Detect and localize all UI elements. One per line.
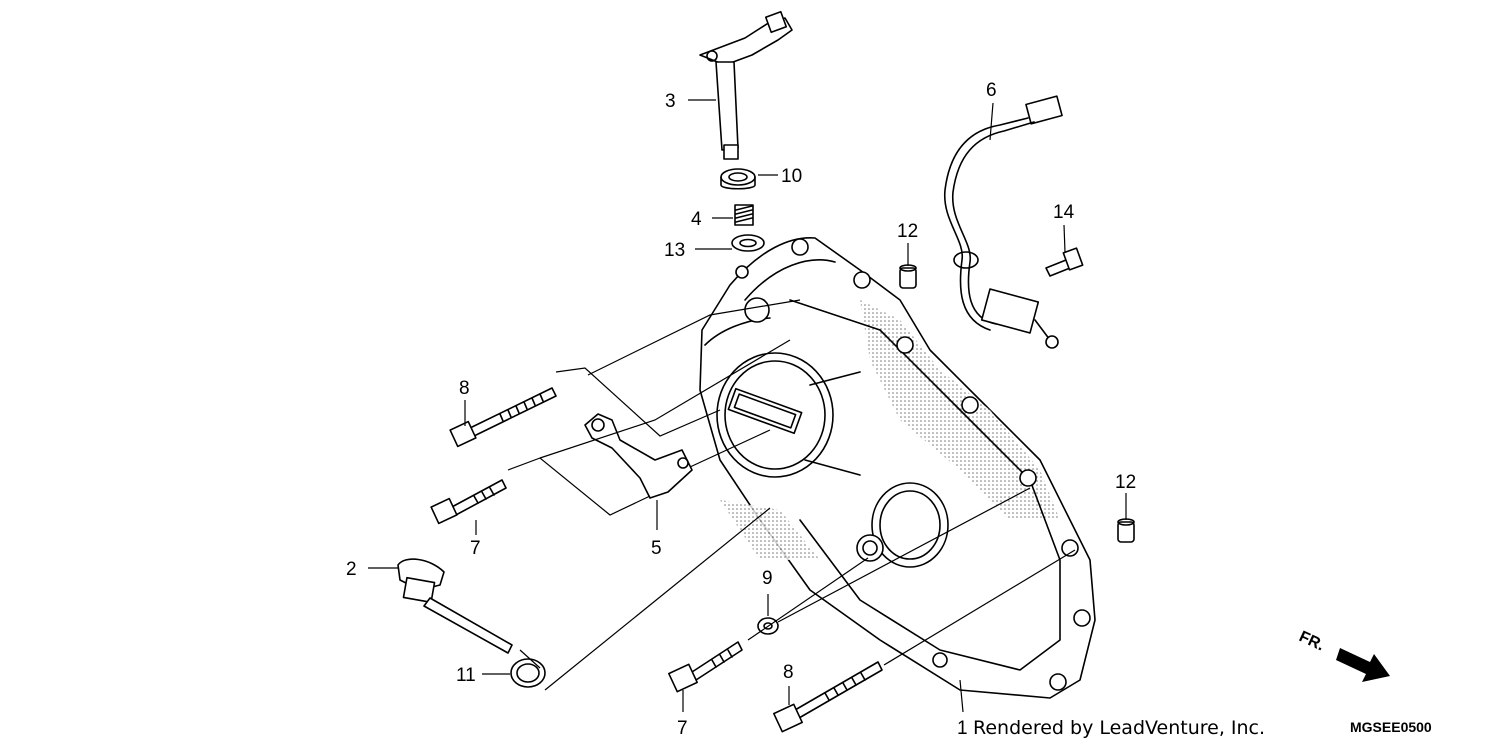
dipstick-part: [397, 558, 513, 654]
callout-3: 3: [665, 91, 676, 112]
callout-11: 11: [456, 665, 476, 686]
bolt-8-upper-part: [449, 387, 557, 448]
crankcase-cover: [699, 237, 1096, 699]
callout-1: 1: [957, 718, 968, 739]
callout-7-lower: 7: [677, 718, 688, 739]
bolt-14-part: [1045, 247, 1084, 277]
callout-10: 10: [781, 166, 802, 187]
render-credit: Rendered by LeadVenture, Inc.: [973, 717, 1265, 739]
callout-13: 13: [664, 240, 685, 261]
callout-7-upper: 7: [470, 538, 481, 559]
front-direction-indicator: FR.: [1296, 628, 1390, 682]
callout-12-lower: 12: [1115, 472, 1136, 493]
shaft-arm-part: [699, 10, 793, 160]
front-arrow-icon: [1336, 648, 1390, 682]
dowel-pin-lower: [1117, 518, 1135, 543]
bracket-part: [584, 413, 693, 499]
drawing-code: MGSEE0500: [1350, 719, 1432, 735]
callout-6: 6: [986, 80, 997, 101]
washer-part: [731, 234, 765, 252]
callout-9: 9: [762, 568, 773, 589]
oil-seal-part: [720, 168, 756, 190]
sensor-wire-part: [944, 95, 1063, 349]
callout-14: 14: [1053, 202, 1075, 223]
leader-lines: [368, 99, 1127, 713]
callout-12-upper: 12: [897, 221, 918, 242]
bolt-7-lower-part: [668, 641, 743, 693]
o-ring-part: [510, 658, 546, 688]
callouts: 1 2 3 4 5 6 7 7 8 8 9 10 11 12 12 13 14: [346, 80, 1136, 739]
callout-2: 2: [346, 559, 357, 580]
spring-part: [734, 204, 754, 226]
callout-4: 4: [691, 209, 702, 230]
bolt-7-upper-part: [430, 479, 507, 525]
dowel-pin-upper: [899, 264, 917, 289]
bolt-8-lower-part: [773, 661, 883, 733]
callout-5: 5: [651, 538, 662, 559]
callout-8-lower: 8: [783, 662, 794, 683]
callout-8-upper: 8: [459, 378, 470, 399]
front-label: FR.: [1296, 628, 1327, 654]
